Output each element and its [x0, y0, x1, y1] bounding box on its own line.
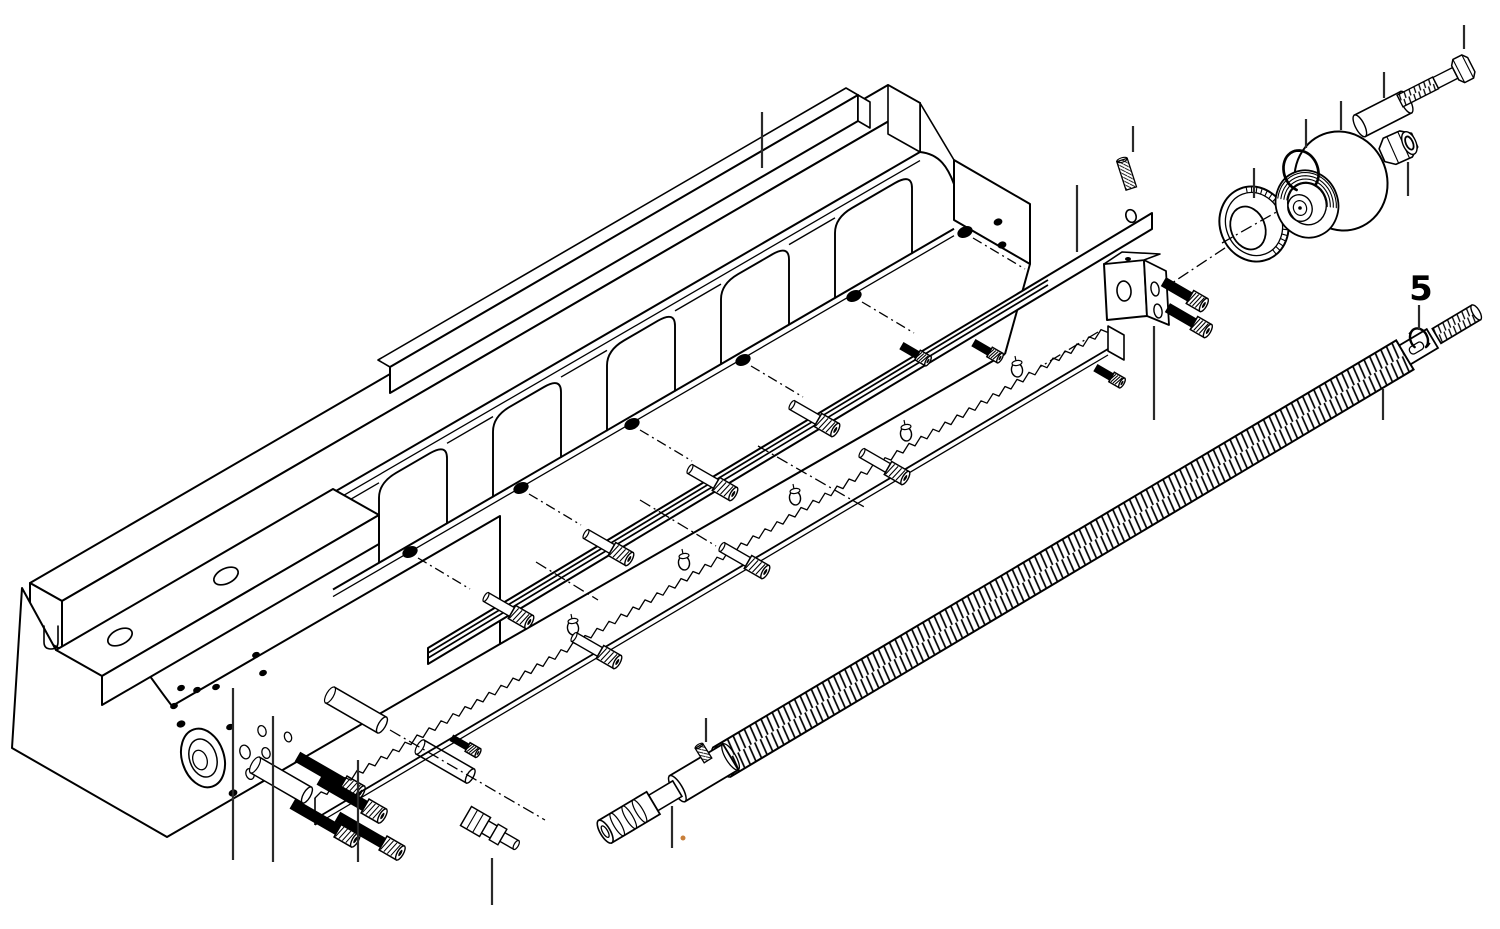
artifact-dot: [680, 835, 686, 841]
spring-pin: [1115, 156, 1138, 192]
bearing-block: [1103, 251, 1170, 326]
socket-head-screw: [294, 751, 366, 801]
socket-head-screw: [482, 591, 535, 630]
bed-ribs: [332, 178, 913, 564]
circlip: [1408, 327, 1431, 349]
socket-head-screw: [858, 447, 911, 486]
socket-head-screw: [449, 734, 482, 759]
callout-5: 5: [1409, 269, 1433, 309]
rack-clips: [566, 355, 1024, 636]
drive-pulley: [1274, 130, 1389, 239]
pulley-assembly: [1039, 54, 1476, 368]
spring-pin: [694, 742, 713, 764]
strip-screws: [402, 226, 1026, 590]
dowel-pin: [248, 756, 314, 804]
socket-head-screw: [899, 342, 932, 367]
bed-apron: [11, 488, 501, 838]
retaining-ring: [1282, 149, 1320, 192]
socket-head-screw: [718, 541, 771, 580]
artifact: [680, 835, 686, 841]
machine-bed-casting: [11, 84, 1031, 838]
bearing-bore-flange: [176, 720, 238, 797]
gear-rack: [314, 325, 1125, 826]
grease-fitting: [459, 805, 520, 851]
leader-lines: [231, 25, 1466, 905]
socket-head-screw: [1160, 277, 1210, 313]
socket-head-screw: [686, 463, 739, 502]
center-lines: [389, 445, 867, 821]
flange-nut: [1378, 130, 1419, 166]
socket-head-screw: [582, 528, 635, 567]
callout-5-label: 5: [1409, 269, 1433, 309]
socket-head-screw: [788, 399, 841, 438]
timing-pulley: [1218, 185, 1290, 263]
socket-head-screw: [1164, 303, 1214, 339]
cover-plate: [377, 87, 871, 394]
socket-head-screw: [570, 631, 623, 670]
rack-screws: [482, 339, 1126, 670]
socket-head-screw: [971, 339, 1004, 364]
socket-head-screw: [1093, 364, 1126, 389]
hex-bolt: [1396, 54, 1476, 108]
dowel-pin: [323, 686, 389, 734]
end-plate-fasteners: [248, 686, 520, 861]
lead-screw: [596, 303, 1483, 845]
socket-head-screw: [334, 811, 406, 861]
